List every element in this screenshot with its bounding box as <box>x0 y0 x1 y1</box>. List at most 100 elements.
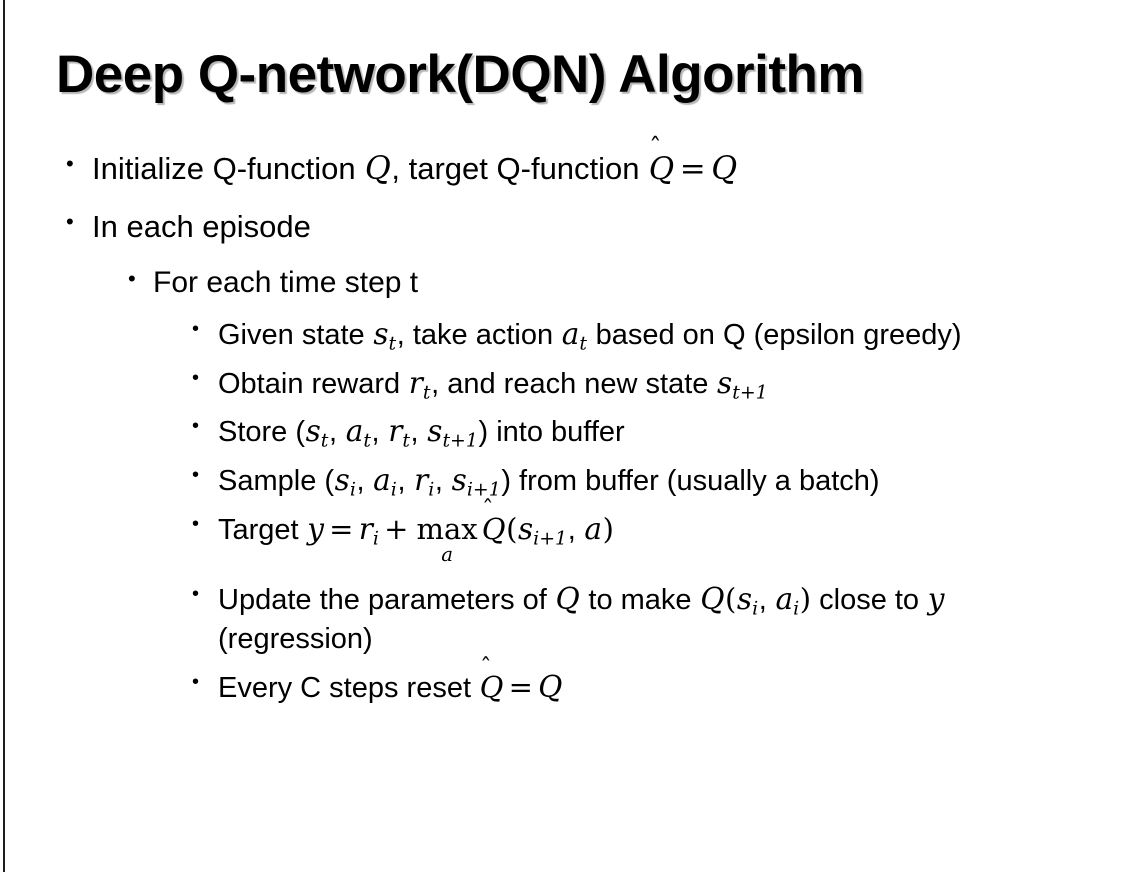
text-fragment: , <box>434 465 452 498</box>
math-r: rt <box>408 365 431 404</box>
list-item-in-each-episode: • In each episode <box>0 206 1124 247</box>
bullet-dot-icon: • <box>192 415 200 438</box>
math-a: at <box>561 317 587 353</box>
math-symbol: s <box>334 463 350 498</box>
math-symbol: r <box>388 414 403 449</box>
math-symbol: s <box>451 463 467 498</box>
math-q: Q <box>481 511 506 546</box>
list-item-text: Update the parameters of Q to make Q(si,… <box>218 580 1098 658</box>
text-fragment: , <box>328 416 346 449</box>
slide-left-border <box>3 0 5 872</box>
math-symbol: s <box>736 582 753 617</box>
math-s: st <box>373 317 397 353</box>
math-s-next: st+1 <box>427 414 479 450</box>
math-r: ri <box>414 463 435 501</box>
list-item-sample: • Sample (si, ai, ri, si+1) from buffer … <box>0 461 1124 501</box>
math-subscript: i <box>372 526 379 549</box>
text-fragment: to make <box>580 584 700 617</box>
math-paren-open: ( <box>725 582 737 617</box>
math-subscript: t+1 <box>442 429 478 452</box>
bullet-dot-icon: • <box>192 318 200 341</box>
text-fragment: Obtain reward <box>218 367 409 400</box>
list-item-text: Sample (si, ai, ri, si+1) from buffer (u… <box>218 461 880 501</box>
math-q-hat: ̂Q <box>479 668 504 707</box>
math-a: at <box>345 414 371 450</box>
bullet-dot-icon: • <box>192 366 200 389</box>
text-fragment: Every C steps reset <box>218 671 480 704</box>
list-item-text: Every C steps reset ̂Q=Q <box>218 668 563 708</box>
text-fragment: , take action <box>396 319 562 352</box>
math-q: Q <box>711 151 738 187</box>
list-item-target: • Target y=ri+maxâQ(si+1, a) <box>0 510 1124 565</box>
text-fragment: , <box>410 416 427 449</box>
text-fragment: (regression) <box>218 623 373 656</box>
list-item-text: For each time step t <box>153 266 419 300</box>
math-s: si <box>736 582 758 618</box>
math-equals: = <box>508 669 533 704</box>
math-symbol: s <box>717 365 733 400</box>
list-item-store: • Store (st, at, rt, st+1) into buffer <box>0 412 1124 452</box>
math-symbol: r <box>408 365 423 400</box>
math-symbol: s <box>427 414 443 449</box>
math-symbol: a <box>373 463 391 498</box>
math-q: Q <box>479 669 504 704</box>
math-q: Q <box>648 151 675 187</box>
math-symbol: s <box>373 317 389 352</box>
text-fragment: ) from buffer (usually a batch) <box>501 465 880 498</box>
list-item-text: Initialize Q-function Q, target Q-functi… <box>92 148 738 190</box>
text-fragment: , <box>371 416 388 449</box>
math-max-limit: a <box>441 542 453 566</box>
text-fragment: , <box>356 465 373 498</box>
list-item-text: Store (st, at, rt, st+1) into buffer <box>218 412 625 452</box>
math-max-label: max <box>416 511 478 546</box>
text-fragment: ) into buffer <box>478 416 625 449</box>
math-subscript: i <box>752 597 759 620</box>
math-subscript: t <box>388 332 397 355</box>
math-symbol: r <box>414 463 429 498</box>
math-subscript: i <box>349 478 356 501</box>
list-item-update-parameters: • Update the parameters of Q to make Q(s… <box>0 580 1124 658</box>
math-y: y <box>927 582 945 617</box>
math-subscript: i <box>428 478 435 501</box>
page-title: Deep Q-network(DQN) Algorithm <box>56 45 864 104</box>
text-fragment: based on Q (epsilon greedy) <box>587 319 962 352</box>
math-s-next: st+1 <box>716 365 768 404</box>
math-q-hat: ̂Q <box>648 149 675 190</box>
text-fragment: Target <box>218 513 307 546</box>
bullet-dot-icon: • <box>192 670 200 693</box>
list-item-for-each-time-step: • For each time step t <box>0 263 1124 303</box>
math-symbol: a <box>345 414 364 449</box>
math-subscript: t <box>579 332 587 355</box>
math-q: Q <box>538 669 563 704</box>
math-plus: + <box>384 511 409 546</box>
bullet-dot-icon: • <box>128 266 136 292</box>
text-fragment: , <box>567 513 584 546</box>
bullet-dot-icon: • <box>192 464 200 487</box>
text-fragment: Sample ( <box>218 465 335 498</box>
list-item-reset-target-network: • Every C steps reset ̂Q=Q <box>0 668 1124 708</box>
list-item-initialize: • Initialize Q-function Q, target Q-func… <box>0 148 1124 190</box>
list-item-text: Obtain reward rt, and reach new state st… <box>218 364 768 404</box>
text-fragment: Store ( <box>218 416 306 449</box>
bullet-list: • Initialize Q-function Q, target Q-func… <box>0 148 1124 716</box>
math-q: Q <box>700 582 725 617</box>
list-item-text: Target y=ri+maxâQ(si+1, a) <box>218 510 614 565</box>
math-symbol: a <box>775 582 794 617</box>
math-subscript: i+1 <box>533 526 568 549</box>
math-subscript: t+1 <box>732 381 768 404</box>
text-fragment: , <box>758 584 775 617</box>
math-symbol: r <box>358 511 373 546</box>
text-fragment: Update the parameters of <box>218 584 555 617</box>
math-symbol: a <box>561 317 580 352</box>
math-subscript: t <box>422 381 431 404</box>
math-subscript: t <box>402 429 410 452</box>
math-subscript: i <box>390 478 397 501</box>
text-fragment: Given state <box>218 319 373 352</box>
math-s-next: si+1 <box>517 512 568 549</box>
list-item-text: Given state st, take action at based on … <box>218 315 962 355</box>
math-subscript: i+1 <box>466 478 501 501</box>
text-fragment: , and reach new state <box>431 367 717 400</box>
text-fragment: , <box>397 465 414 498</box>
